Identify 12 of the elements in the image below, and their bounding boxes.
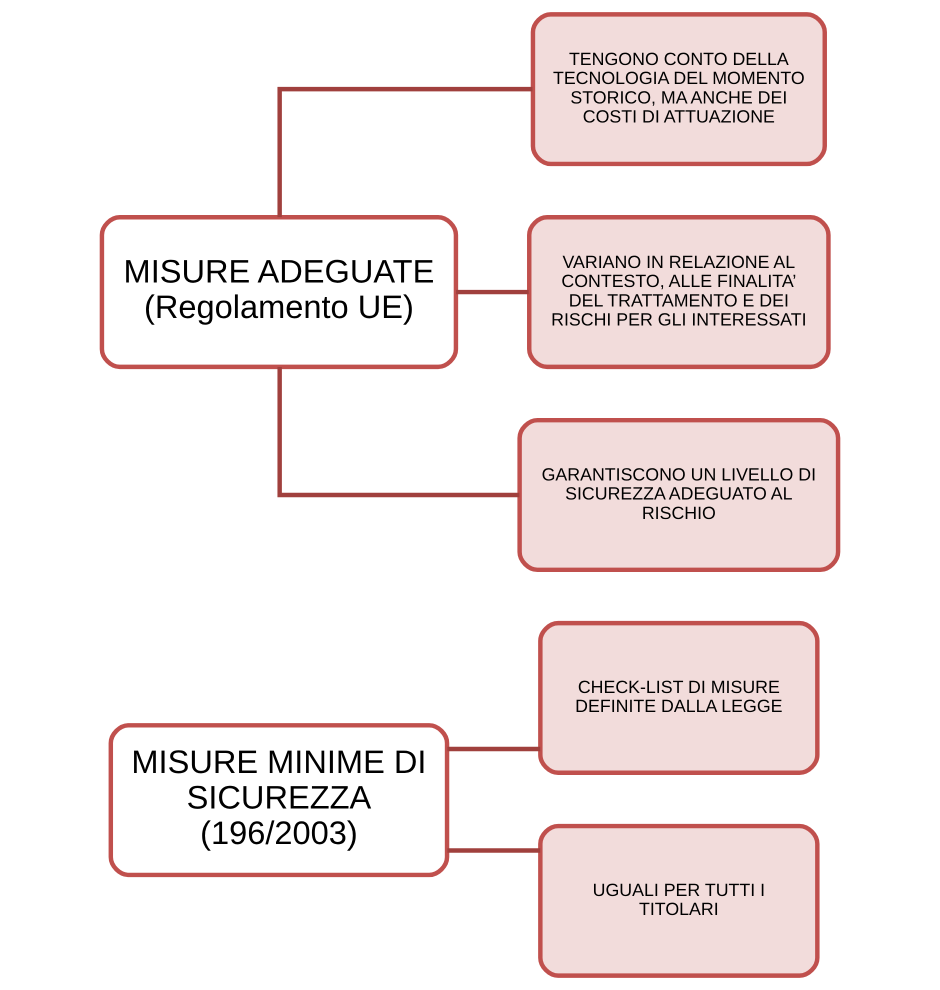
- connector: [456, 290, 529, 294]
- connector: [447, 848, 540, 853]
- node-box: MISURE ADEGUATE (Regolamento UE): [100, 215, 458, 370]
- connector: [277, 86, 532, 218]
- connector: [447, 746, 540, 752]
- node-box: UGUALI PER TUTTI I TITOLARI: [538, 824, 820, 978]
- node-box: TENGONO CONTO DELLA TECNOLOGIA DEL MOMENTO STORICO, MA ANCHE DEI COSTI DI ATTUAZIONE: [530, 12, 827, 166]
- node-box: GARANTISCONO UN LIVELLO DI SICUREZZA ADEGUATO AL RISCHIO: [517, 418, 840, 572]
- node-box: CHECK-LIST DI MISURE DEFINITE DALLA LEGGE: [538, 620, 820, 775]
- connector: [277, 367, 520, 498]
- node-box: VARIANO IN RELAZIONE AL CONTESTO, ALLE FINALITA’ DEL TRATTAMENTO E DEI RISCHI PER GLI INTERESSATI: [527, 215, 831, 370]
- node-box: MISURE MINIME DI SICUREZZA (196/2003): [108, 723, 450, 878]
